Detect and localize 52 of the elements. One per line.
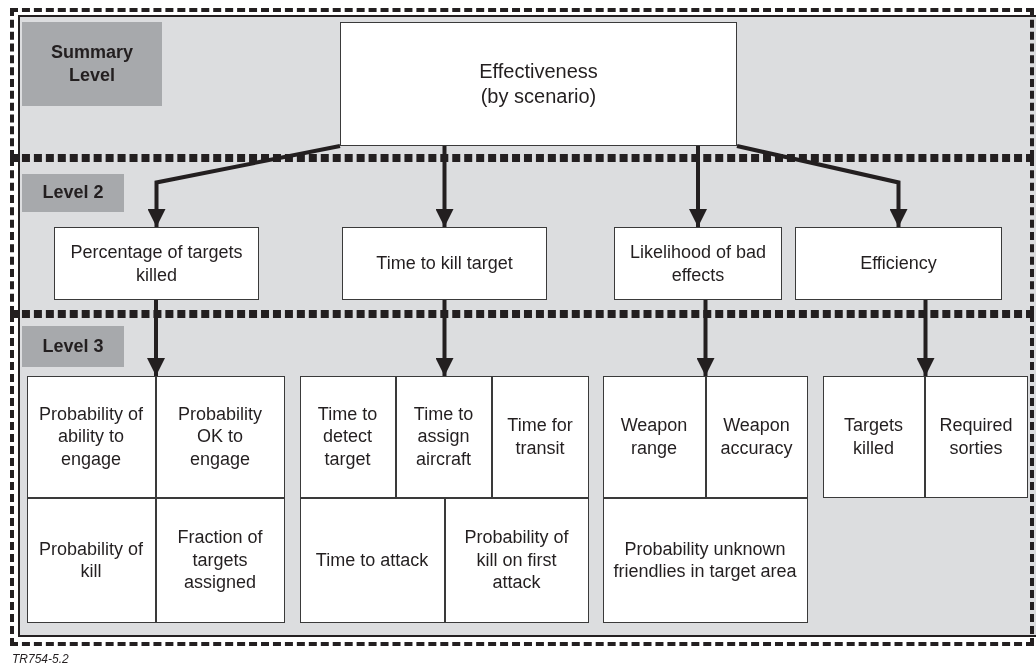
arrow bbox=[689, 146, 707, 227]
box-text: Probability OK to engage bbox=[176, 402, 263, 471]
arrow bbox=[435, 300, 454, 376]
box-text: Time to attack bbox=[314, 548, 430, 572]
box-text: Percentage of targets killed bbox=[69, 241, 244, 286]
metric-cell bbox=[26, 497, 156, 623]
arrow bbox=[435, 146, 454, 227]
level-label: Summary Level bbox=[22, 22, 162, 106]
metric-cell bbox=[705, 375, 808, 498]
box-text: Targets killed bbox=[843, 414, 904, 459]
metric-cell bbox=[395, 375, 492, 498]
box-text: Effectiveness (by scenario) bbox=[478, 59, 599, 109]
level-band bbox=[10, 314, 1034, 646]
metric-cell bbox=[602, 375, 706, 498]
metric-cell bbox=[155, 497, 285, 623]
box-text: Probability of kill on first attack bbox=[463, 526, 570, 594]
level-label: Level 3 bbox=[22, 326, 124, 367]
arrow bbox=[736, 144, 908, 227]
box-text: Required sorties bbox=[938, 414, 1014, 459]
metric-cell bbox=[299, 497, 445, 623]
metric-box bbox=[54, 227, 259, 300]
level-band bbox=[10, 158, 1034, 314]
box-text: Time for transit bbox=[506, 414, 574, 459]
level-label: Level 2 bbox=[22, 174, 124, 212]
metric-cell bbox=[491, 375, 589, 498]
cell-group-box bbox=[300, 376, 589, 623]
metric-box bbox=[340, 22, 737, 146]
metric-cell bbox=[26, 375, 156, 498]
level-band bbox=[10, 8, 1034, 158]
box-text: Probability of kill bbox=[37, 537, 145, 583]
arrow bbox=[916, 300, 935, 376]
box-text: Weapon range bbox=[619, 414, 689, 459]
box-text: Time to detect target bbox=[316, 402, 379, 471]
metric-box bbox=[795, 227, 1002, 300]
box-text: Fraction of targets assigned bbox=[176, 526, 264, 594]
box-text: Weapon accuracy bbox=[719, 414, 794, 459]
arrow bbox=[147, 300, 165, 376]
arrow bbox=[696, 300, 715, 376]
box-text: Time to kill target bbox=[375, 252, 514, 275]
arrow bbox=[147, 144, 341, 227]
metric-box bbox=[342, 227, 547, 300]
metric-box bbox=[614, 227, 782, 300]
figure-number: TR754-5.2 bbox=[12, 652, 69, 666]
metric-cell bbox=[155, 375, 285, 498]
cell-group-box bbox=[27, 376, 285, 623]
box-text: Time to assign aircraft bbox=[412, 402, 475, 471]
box-text: Probability unknown friendlies in target area bbox=[612, 537, 798, 583]
metric-cell bbox=[299, 375, 396, 498]
box-text: Efficiency bbox=[859, 252, 938, 275]
box-text: Likelihood of bad effects bbox=[628, 241, 768, 286]
metric-cell bbox=[444, 497, 589, 623]
box-text: Probability of ability to engage bbox=[37, 402, 145, 471]
